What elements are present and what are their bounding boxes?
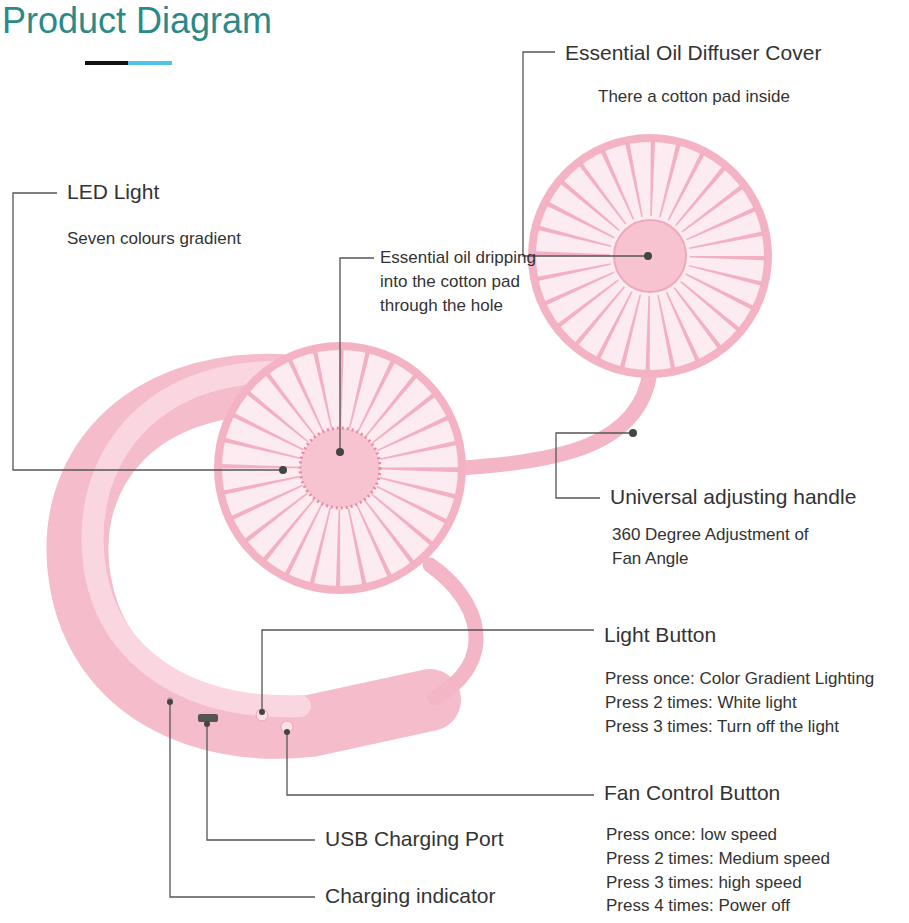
callout-heading: Fan Control Button [604,780,780,805]
callout-text: Press 2 times: Medium speed [606,849,830,869]
callout-text: Seven colours gradient [67,229,241,249]
leader-dot [259,709,265,715]
leader-dot [629,429,637,437]
callout-heading: USB Charging Port [325,826,504,851]
leader-dot [167,699,173,705]
callout-text: Press 4 times: Power off [606,896,790,916]
callout-text: 360 Degree Adjustment of Fan Angle [612,523,832,571]
underline-blue [128,61,172,65]
leader-line [287,732,594,795]
leader-line [13,193,283,470]
callout-text: Press 2 times: White light [605,693,797,713]
leader-lines [13,52,648,897]
underline-black [85,61,128,65]
leader-dot [284,729,290,735]
leader-line [262,630,594,712]
callout-heading: LED Light [67,179,159,204]
flexible-arm [430,565,476,698]
leader-dot [644,252,652,260]
leader-line [523,52,648,256]
flexible-arm [460,372,650,468]
light-button [256,709,268,721]
callout-text: Essential oil dripping into the cotton p… [380,246,540,317]
callout-text: Press once: low speed [606,825,777,845]
usb-port [198,714,218,722]
title: Product Diagram [2,0,272,42]
callout-heading: Light Button [604,622,716,647]
callout-heading: Universal adjusting handle [610,484,856,509]
title-underline [85,61,172,65]
leader-line [207,724,315,840]
callout-text: There a cotton pad inside [598,87,790,107]
leader-line [170,702,315,897]
callout-text: Press once: Color Gradient Lighting [605,669,874,689]
leader-dot [279,466,287,474]
callout-text: Press 3 times: Turn off the light [605,717,839,737]
callout-text: Press 3 times: high speed [606,873,802,893]
leader-dots [167,252,652,735]
leader-dot [336,448,344,456]
leader-line [340,258,374,452]
callout-heading: Essential Oil Diffuser Cover [565,40,821,65]
leader-dot [204,721,210,727]
callout-heading: Charging indicator [325,883,495,908]
